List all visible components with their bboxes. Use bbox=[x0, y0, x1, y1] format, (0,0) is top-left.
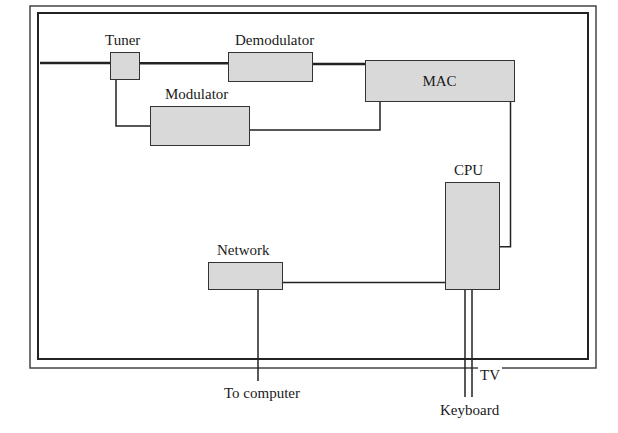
mac-box: MAC bbox=[365, 60, 515, 102]
port-label: Keyboard bbox=[438, 401, 501, 419]
connector-wire bbox=[116, 80, 150, 126]
computer-wire bbox=[257, 290, 259, 381]
node-label: CPU bbox=[454, 161, 483, 179]
cable-input bbox=[40, 62, 110, 65]
network-box: Network bbox=[208, 262, 283, 290]
connector-wire bbox=[313, 64, 365, 65]
connector-wire bbox=[500, 102, 511, 247]
modulator-box: Modulator bbox=[150, 106, 250, 146]
demodulator-box: Demodulator bbox=[228, 52, 313, 82]
tuner-box: Tuner bbox=[110, 52, 140, 80]
port-label: To computer bbox=[222, 384, 302, 402]
connector-wire bbox=[140, 63, 228, 64]
node-label: Modulator bbox=[165, 85, 228, 103]
node-label: Tuner bbox=[105, 31, 140, 49]
node-label: Network bbox=[217, 241, 270, 259]
connector-wire bbox=[283, 282, 445, 283]
node-label: Demodulator bbox=[235, 31, 314, 49]
tv-wire bbox=[471, 290, 473, 397]
keyboard-wire bbox=[464, 290, 466, 397]
port-label: TV bbox=[478, 366, 502, 384]
inner-frame bbox=[38, 13, 588, 359]
outer-frame bbox=[30, 6, 596, 368]
connector-wire bbox=[250, 102, 380, 130]
cpu-box: CPU bbox=[445, 182, 500, 290]
node-label: MAC bbox=[422, 72, 456, 90]
